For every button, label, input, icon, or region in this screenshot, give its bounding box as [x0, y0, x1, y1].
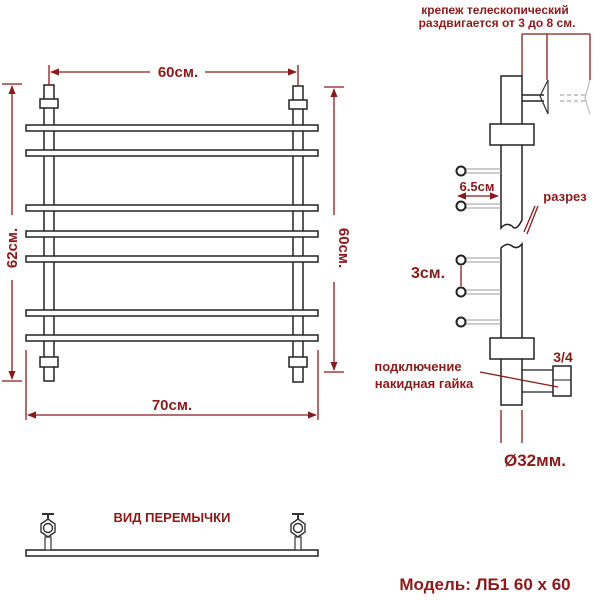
connection-label-line2: накидная гайка: [375, 376, 474, 391]
top-width-label: 60см.: [158, 64, 198, 81]
connection-fitting: [522, 365, 572, 397]
rails: [25, 124, 319, 342]
mount-note-line2: раздвигается от 3 до 8 см.: [419, 16, 576, 30]
lower-nut: [489, 337, 535, 360]
rail: [25, 204, 319, 212]
jumper-view-title: ВИД ПЕРЕМЫЧКИ: [114, 510, 231, 525]
front-view: 60см. 62см. 60см. 70см.: [2, 64, 352, 420]
rail: [25, 124, 319, 132]
pipe-diameter-label: Ø32мм.: [504, 451, 566, 470]
rail: [25, 309, 319, 317]
right-bottom-nut: [288, 356, 308, 368]
left-top-nut: [39, 98, 59, 109]
right-jumper-fitting: [290, 513, 306, 551]
jumper-bar: [25, 549, 319, 557]
rail: [25, 230, 319, 238]
rail-stubs: [455, 165, 501, 328]
rail: [25, 255, 319, 263]
union-nut: [552, 365, 572, 397]
model-label: Модель: ЛБ1 60 х 60: [399, 575, 570, 594]
right-top-nut: [288, 99, 308, 110]
connection-label-line1: подключение: [374, 359, 461, 374]
thread-size-label: 3/4: [553, 349, 573, 365]
side-view: крепеж телескопический раздвигается от 3…: [374, 3, 591, 470]
rail: [25, 149, 319, 157]
right-height-label: 60см.: [335, 228, 352, 268]
left-bottom-nut: [39, 356, 59, 368]
side-pipe-lower: [500, 241, 523, 406]
left-jumper-fitting: [40, 513, 56, 551]
left-height-label: 62см.: [4, 228, 21, 268]
jumper-view: ВИД ПЕРЕМЫЧКИ: [25, 510, 319, 557]
side-pipe-upper: [500, 75, 523, 231]
rail: [25, 334, 319, 342]
wall-anchor: [522, 79, 591, 115]
upper-nut: [489, 123, 535, 146]
mount-note-line1: крепеж телескопический: [421, 3, 569, 17]
rail-gap-label: 3см.: [411, 265, 445, 282]
bottom-width-label: 70см.: [152, 397, 192, 414]
rail-spacing-label: 6.5см: [460, 179, 495, 194]
cut-label: разрез: [543, 189, 587, 204]
